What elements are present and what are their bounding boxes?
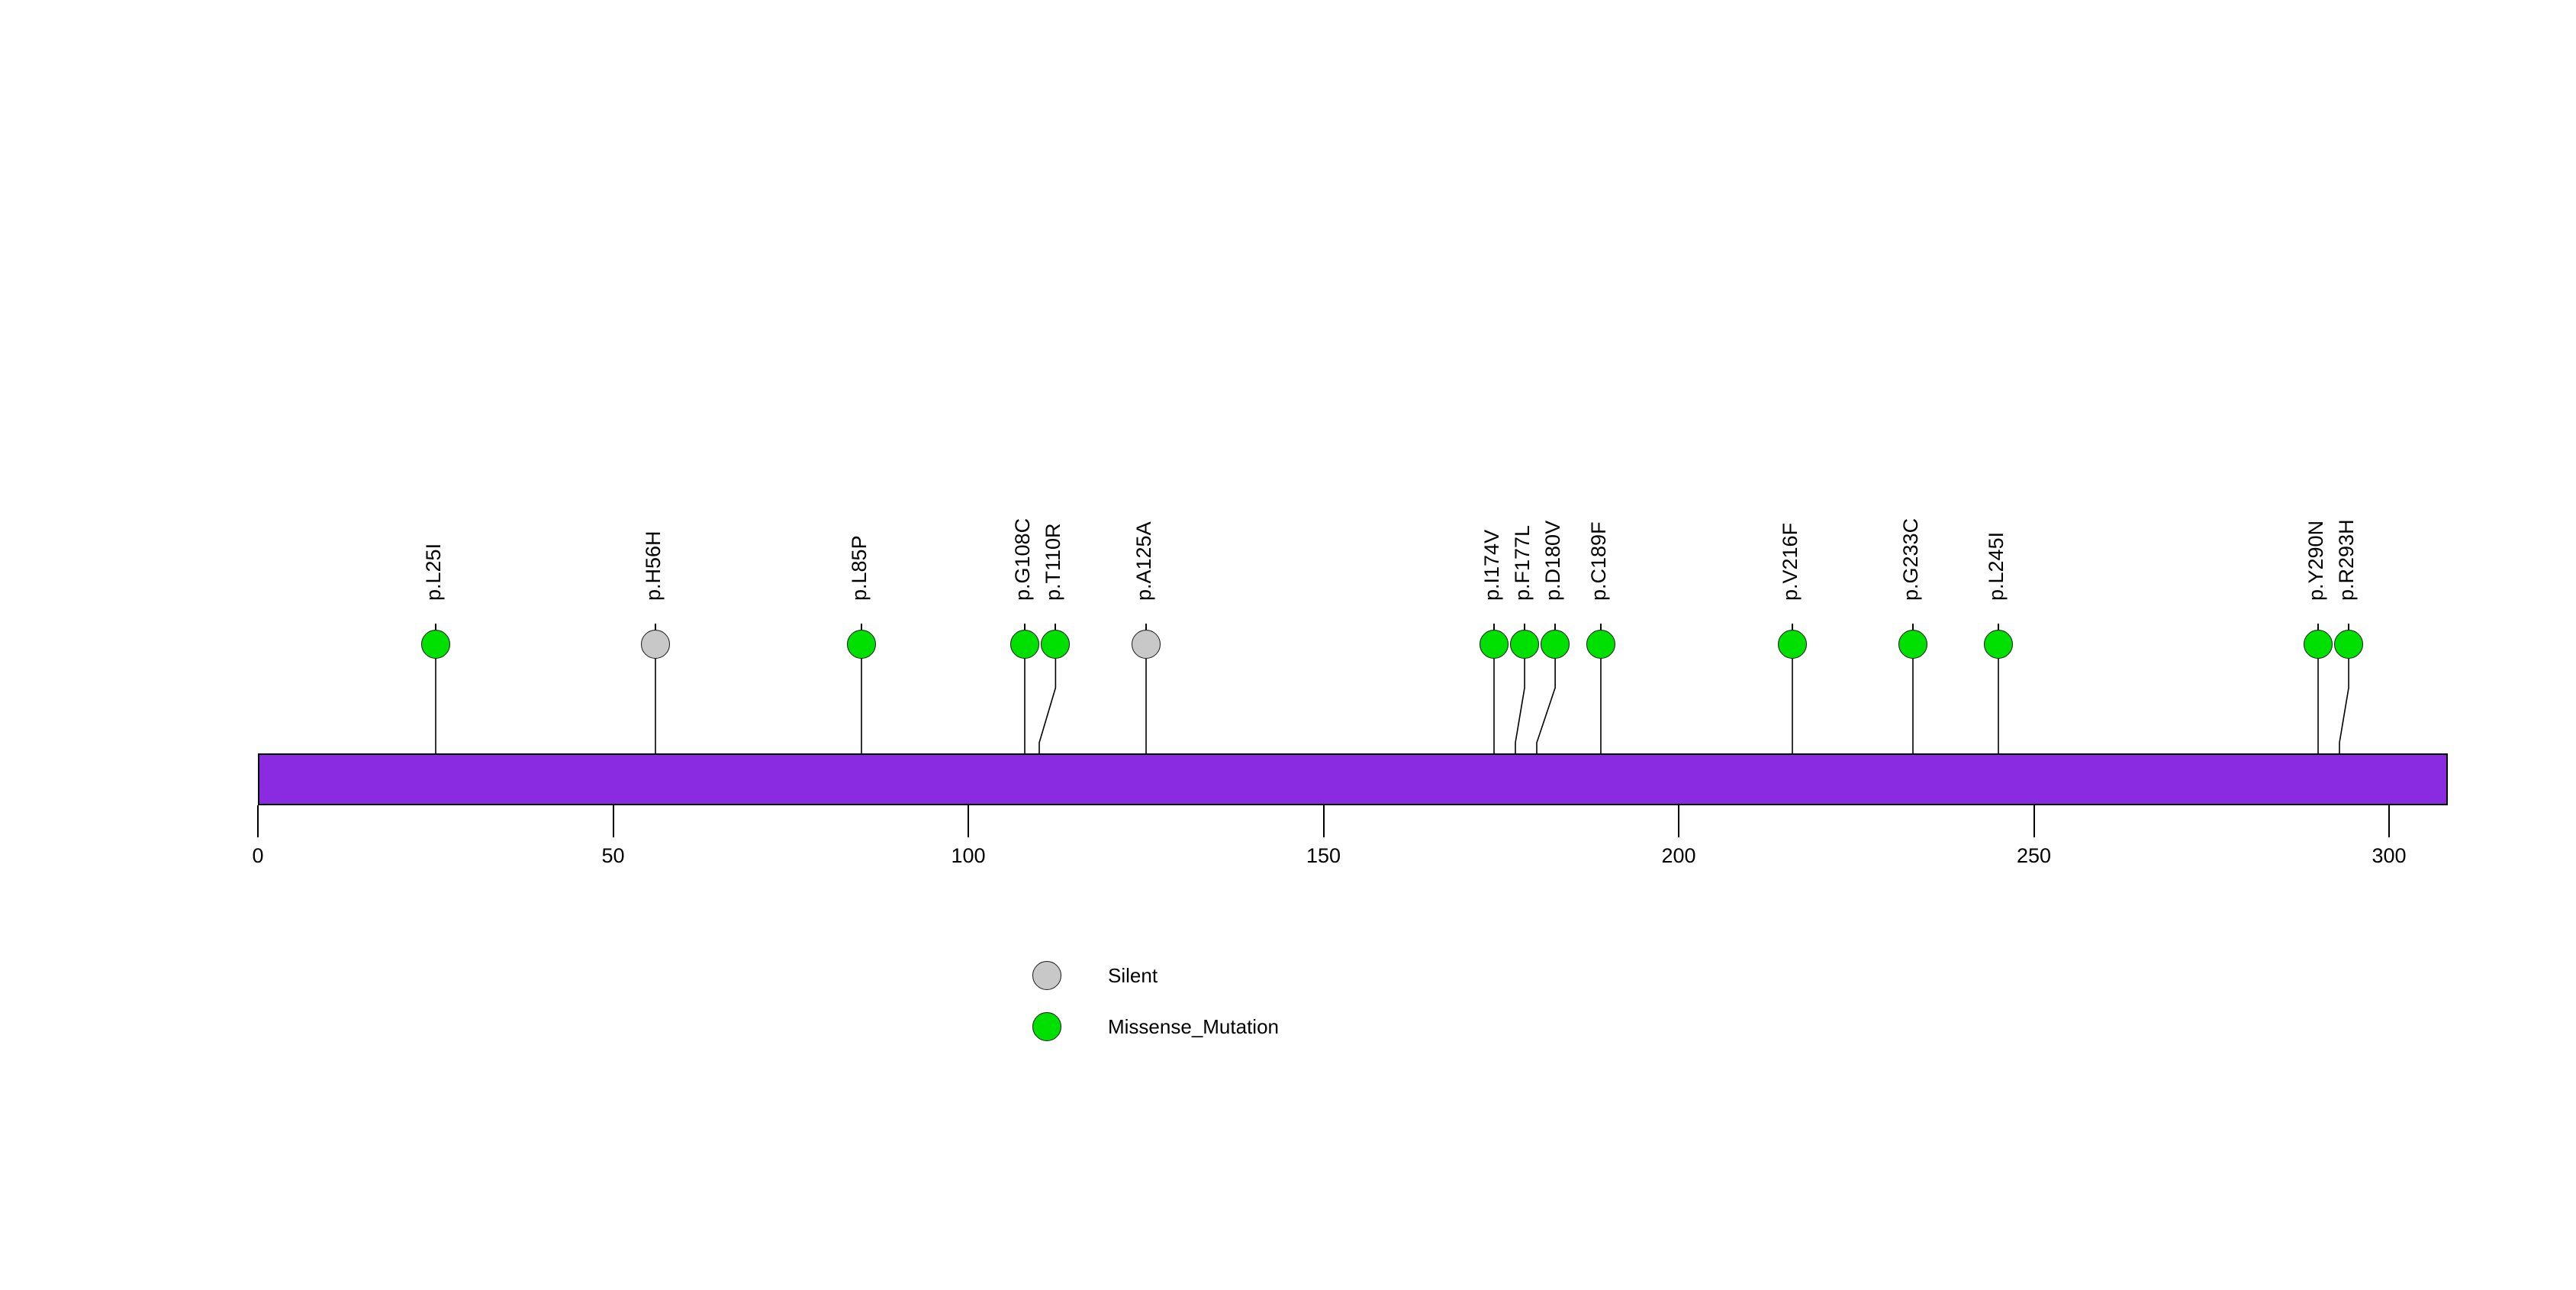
axis-tick-300 <box>2388 805 2390 837</box>
axis-tick-label-0: 0 <box>252 844 264 867</box>
lollipop-dot-p.D180V[interactable] <box>1540 630 1570 659</box>
axis-tick-label-200: 200 <box>1661 844 1696 867</box>
axis-tick-label-50: 50 <box>601 844 625 867</box>
lollipop-stem <box>1912 659 1914 753</box>
lollipop-dot-p.L25I[interactable] <box>420 630 450 659</box>
lollipop-stem <box>1145 659 1147 753</box>
lollipop-stem <box>1792 659 1793 753</box>
lollipop-label-p.G233C: p.G233C <box>1899 518 1923 601</box>
lollipop-stem <box>1493 659 1495 753</box>
lollipop-label-p.L245I: p.L245I <box>1984 531 2008 601</box>
lollipop-stem <box>655 659 657 753</box>
lollipop-label-p.Y290N: p.Y290N <box>2304 520 2327 601</box>
lollipop-dot-p.T110R[interactable] <box>1041 630 1071 659</box>
lollipop-dot-p.Y290N[interactable] <box>2303 630 2333 659</box>
lollipop-dot-p.I174V[interactable] <box>1479 630 1509 659</box>
lollipop-cap-tick <box>1997 624 1999 631</box>
lollipop-cap-tick <box>1492 624 1495 631</box>
legend-dot-Missense_Mutation[interactable] <box>1032 1012 1061 1041</box>
lollipop-dot-p.L245I[interactable] <box>1983 630 2013 659</box>
axis-tick-250 <box>2033 805 2035 837</box>
lollipop-dot-p.C189F[interactable] <box>1586 630 1615 659</box>
lollipop-label-p.F177L: p.F177L <box>1510 524 1534 601</box>
lollipop-label-p.V216F: p.V216F <box>1778 522 1802 601</box>
lollipop-cap-tick <box>1554 624 1556 631</box>
axis-tick-0 <box>257 805 259 837</box>
axis-tick-150 <box>1322 805 1325 837</box>
lollipop-dot-p.F177L[interactable] <box>1509 630 1539 659</box>
lollipop-label-p.D180V: p.D180V <box>1541 520 1564 601</box>
axis-tick-100 <box>968 805 969 837</box>
lollipop-label-p.A125A: p.A125A <box>1132 521 1155 601</box>
lollipop-cap-tick <box>1055 624 1057 631</box>
axis-tick-label-150: 150 <box>1306 844 1341 867</box>
axis-tick-label-250: 250 <box>2016 844 2052 867</box>
lollipop-dot-p.L85P[interactable] <box>847 630 877 659</box>
lollipop-stem <box>1038 659 1057 753</box>
axis-tick-label-100: 100 <box>951 844 986 867</box>
lollipop-dot-p.A125A[interactable] <box>1131 630 1161 659</box>
lollipop-dot-p.V216F[interactable] <box>1777 630 1807 659</box>
lollipop-cap-tick <box>1599 624 1602 631</box>
lollipop-stem <box>1024 659 1026 753</box>
lollipop-cap-tick <box>434 624 436 631</box>
lollipop-label-p.L25I: p.L25I <box>421 543 445 601</box>
lollipop-stem <box>1515 659 1525 753</box>
lollipop-stem <box>434 659 436 753</box>
lollipop-label-p.L85P: p.L85P <box>848 535 871 601</box>
protein-backbone-bar <box>258 753 2448 805</box>
legend-label-Missense_Mutation: Missense_Mutation <box>1108 1015 1279 1038</box>
lollipop-stem <box>861 659 863 753</box>
lollipop-stem <box>1535 659 1556 753</box>
lollipop-cap-tick <box>1145 624 1147 631</box>
lollipop-stem <box>2317 659 2319 753</box>
lollipop-cap-tick <box>655 624 657 631</box>
lollipop-label-p.C189F: p.C189F <box>1586 521 1610 601</box>
axis-tick-200 <box>1678 805 1679 837</box>
lollipop-cap-tick <box>1912 624 1914 631</box>
lollipop-dot-p.R293H[interactable] <box>2333 630 2363 659</box>
lollipop-label-p.H56H: p.H56H <box>642 531 665 601</box>
lollipop-stem <box>1998 659 1999 753</box>
legend-label-Silent: Silent <box>1108 964 1158 987</box>
axis-tick-50 <box>612 805 614 837</box>
lollipop-dot-p.H56H[interactable] <box>641 630 671 659</box>
lollipop-label-p.R293H: p.R293H <box>2334 519 2358 601</box>
lollipop-cap-tick <box>861 624 863 631</box>
lollipop-cap-tick <box>1024 624 1026 631</box>
axis-tick-label-300: 300 <box>2372 844 2407 867</box>
lollipop-cap-tick <box>1523 624 1525 631</box>
lollipop-label-p.T110R: p.T110R <box>1042 523 1065 601</box>
lollipop-cap-tick <box>2317 624 2319 631</box>
lollipop-stem <box>2339 659 2349 753</box>
lollipop-cap-tick <box>1791 624 1793 631</box>
lollipop-label-p.I174V: p.I174V <box>1480 529 1503 601</box>
lollipop-stem <box>1599 659 1602 753</box>
legend-dot-Silent[interactable] <box>1032 961 1061 990</box>
lollipop-dot-p.G108C[interactable] <box>1010 630 1040 659</box>
lollipop-cap-tick <box>2347 624 2349 631</box>
lollipop-dot-p.G233C[interactable] <box>1898 630 1928 659</box>
lollipop-label-p.G108C: p.G108C <box>1011 518 1035 601</box>
